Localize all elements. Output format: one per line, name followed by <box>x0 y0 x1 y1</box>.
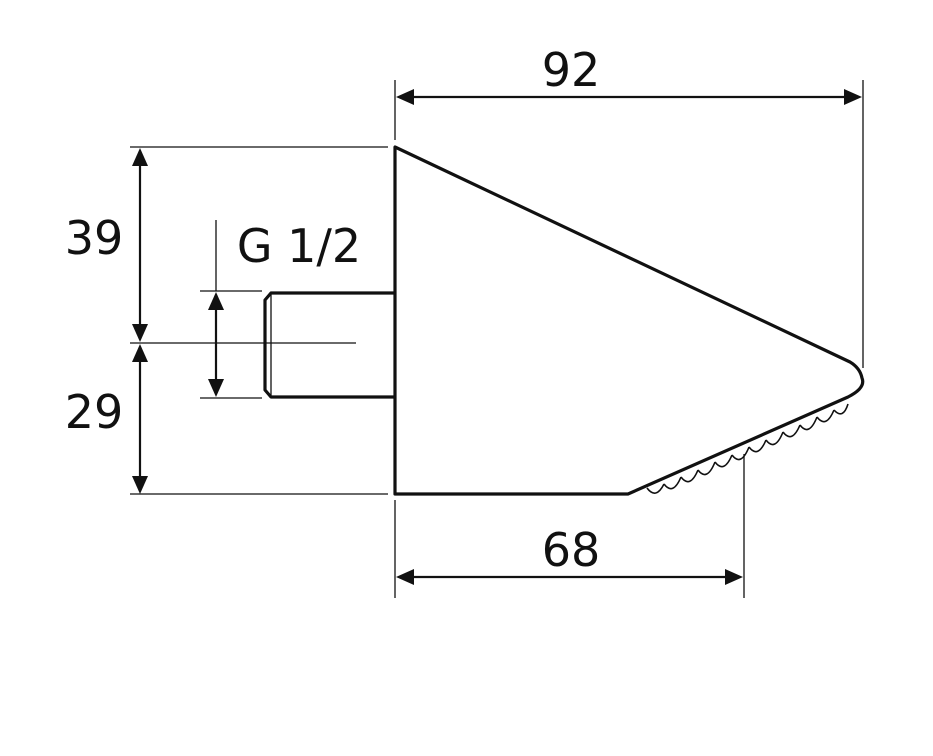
dimension-label-29: 29 <box>65 385 124 439</box>
dimension-lower-height: 29 <box>65 344 148 494</box>
dimension-thread: G 1/2 <box>208 219 361 397</box>
dimension-upper-height: 39 <box>65 148 148 342</box>
dimension-label-39: 39 <box>65 211 124 265</box>
dimension-label-92: 92 <box>542 43 601 97</box>
thread-label: G 1/2 <box>237 219 361 273</box>
spray-nozzles <box>646 403 849 494</box>
dimension-spray-face: 68 <box>396 523 743 585</box>
thread-connector <box>263 291 395 399</box>
dimension-overall-length: 92 <box>396 43 862 105</box>
dimension-label-68: 68 <box>542 523 601 577</box>
shower-head-body <box>393 145 865 496</box>
extension-lines <box>130 80 864 598</box>
